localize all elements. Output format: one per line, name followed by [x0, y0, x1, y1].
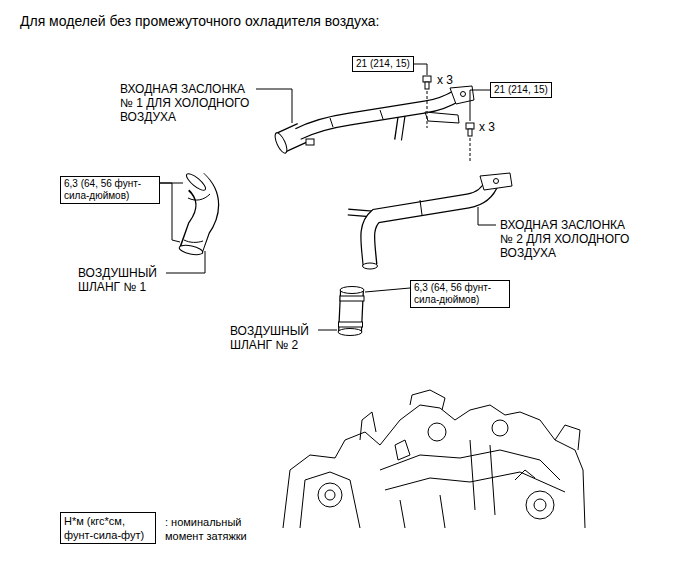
bolt-symbol — [423, 76, 431, 82]
engine-illustration — [492, 420, 508, 436]
engine-illustration — [360, 412, 376, 440]
air-hose-1 — [184, 240, 203, 242]
engine-illustration — [534, 499, 546, 511]
leader-line — [470, 90, 490, 121]
air-hose-1 — [184, 171, 208, 193]
legend-description: : номинальный момент затяжки — [165, 515, 260, 543]
engine-illustration — [380, 450, 560, 480]
intake-pipe-1 — [330, 118, 333, 127]
intake-pipe-2 — [368, 181, 493, 266]
leader-line — [256, 89, 292, 123]
intake-pipe-2 — [494, 179, 499, 184]
engine-illustration — [283, 390, 585, 528]
air-hose-2 — [338, 329, 362, 336]
air-hose-1 — [178, 171, 210, 256]
bolt-symbol — [470, 138, 471, 163]
intake-pipe-2 — [480, 173, 512, 190]
air-hose-1 — [188, 194, 210, 200]
torque-spec-box: 6,3 (64, 56 фунт-сила-дюймов) — [410, 280, 510, 308]
intake-pipe-2 — [368, 182, 492, 265]
leader-line — [478, 207, 496, 225]
bolt-symbol — [425, 82, 429, 89]
intake-pipe-1 — [461, 92, 466, 97]
intake-pipe-1 — [298, 95, 458, 134]
torque-value: Н*м (кгс*см, фунт-сила-фут) — [64, 514, 152, 542]
torque-value: 6,3 (64, 56 фунт-сила-дюймов) — [414, 282, 506, 306]
bolt-symbol — [423, 76, 474, 163]
leader-line — [414, 64, 427, 75]
torque-spec-box: 21 (214, 15) — [490, 82, 552, 98]
air-hose-1 — [191, 182, 207, 250]
part-name: ВОЗДУШНЫЙ ШЛАНГ № 2 — [230, 324, 330, 352]
torque-spec-box: 21 (214, 15) — [352, 56, 414, 72]
engine-illustration — [410, 390, 445, 410]
bolt-symbol — [427, 91, 428, 128]
air-hose-2 — [339, 322, 363, 327]
torque-spec-box: 6,3 (64, 56 фунт-сила-дюймов) — [60, 176, 160, 204]
air-hose-2 — [340, 296, 364, 301]
bolt-symbol — [466, 123, 474, 129]
engine-illustration — [526, 491, 554, 519]
heading: Для моделей без промежуточного охладител… — [20, 12, 379, 30]
part-name: ВХОДНАЯ ЗАСЛОНКА № 1 ДЛЯ ХОЛОДНОГО ВОЗДУ… — [120, 82, 260, 124]
air-hose-1 — [191, 181, 207, 251]
intake-pipe-1 — [306, 139, 314, 145]
engine-illustration — [515, 470, 535, 480]
engine-illustration — [428, 423, 446, 441]
engine-illustration — [395, 440, 410, 460]
legend-box: Н*м (кгс*см, фунт-сила-фут) — [60, 512, 156, 544]
leader-line — [160, 183, 180, 242]
intake-pipe-1 — [273, 86, 474, 155]
engine-illustration — [385, 472, 565, 492]
intake-pipe-2 — [420, 200, 422, 215]
air-hose-2 — [340, 287, 364, 294]
leader-line — [365, 288, 410, 292]
bolt-symbol — [468, 129, 472, 136]
part-name: ВОЗДУШНЫЙ ШЛАНГ № 1 — [78, 266, 178, 294]
quantity-note: x 3 — [479, 120, 495, 134]
engine-illustration — [300, 472, 360, 528]
air-hose-1 — [178, 244, 203, 257]
air-hose-2 — [338, 287, 364, 336]
part-name: ВХОДНАЯ ЗАСЛОНКА № 2 ДЛЯ ХОЛОДНОГО ВОЗДУ… — [500, 218, 640, 260]
intake-pipe-1 — [297, 95, 459, 135]
intake-pipe-2 — [347, 173, 512, 269]
torque-value: 21 (214, 15) — [356, 58, 410, 70]
leader-line — [318, 330, 337, 331]
engine-illustration — [400, 440, 495, 528]
torque-value: 21 (214, 15) — [494, 84, 548, 96]
leader-line — [166, 251, 205, 273]
intake-pipe-2 — [363, 263, 378, 269]
engine-illustration — [283, 405, 585, 528]
engine-illustration — [555, 425, 580, 450]
intake-pipe-1 — [273, 131, 290, 154]
intake-pipe-1 — [380, 110, 383, 119]
torque-value: 6,3 (64, 56 фунт-сила-дюймов) — [64, 178, 156, 202]
engine-illustration — [325, 490, 335, 500]
engine-illustration — [318, 483, 342, 507]
crop-mask — [270, 529, 600, 562]
quantity-note: x 3 — [437, 73, 453, 87]
intake-pipe-1 — [425, 112, 459, 123]
